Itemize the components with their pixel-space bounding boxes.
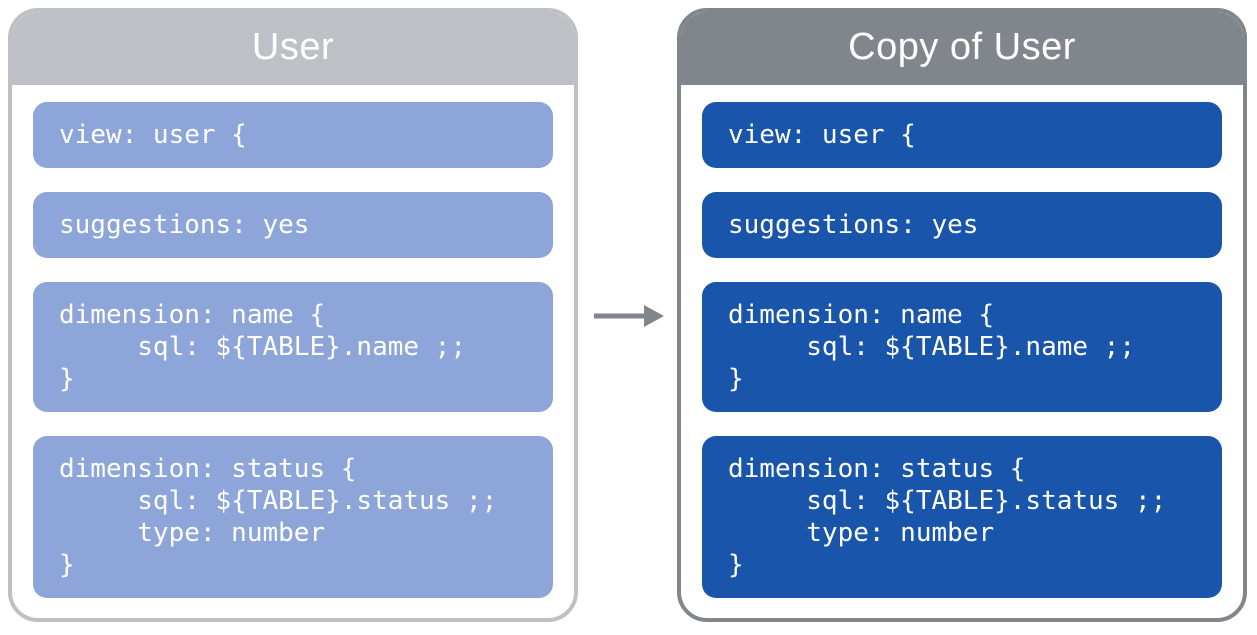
code-block-view: view: user {	[33, 102, 553, 168]
panel-copy-of-user-header: Copy of User	[681, 12, 1243, 85]
code-block-dimension-status: dimension: status { sql: ${TABLE}.status…	[702, 436, 1222, 598]
code-block-dimension-name: dimension: name { sql: ${TABLE}.name ;; …	[702, 282, 1222, 412]
panel-user-body: view: user { suggestions: yes dimension:…	[12, 85, 574, 616]
panel-user-header: User	[12, 12, 574, 85]
panel-user-title: User	[251, 25, 335, 68]
panel-copy-of-user-title: Copy of User	[848, 25, 1076, 68]
code-block-view: view: user {	[702, 102, 1222, 168]
code-block-suggestions: suggestions: yes	[33, 192, 553, 258]
code-block-dimension-status: dimension: status { sql: ${TABLE}.status…	[33, 436, 553, 598]
code-block-dimension-name: dimension: name { sql: ${TABLE}.name ;; …	[33, 282, 553, 412]
code-block-suggestions: suggestions: yes	[702, 192, 1222, 258]
panel-copy-of-user-body: view: user { suggestions: yes dimension:…	[681, 85, 1243, 616]
panel-copy-of-user: Copy of User view: user { suggestions: y…	[677, 8, 1247, 622]
panel-user: User view: user { suggestions: yes dimen…	[8, 8, 578, 622]
arrow-right-icon	[588, 301, 668, 331]
